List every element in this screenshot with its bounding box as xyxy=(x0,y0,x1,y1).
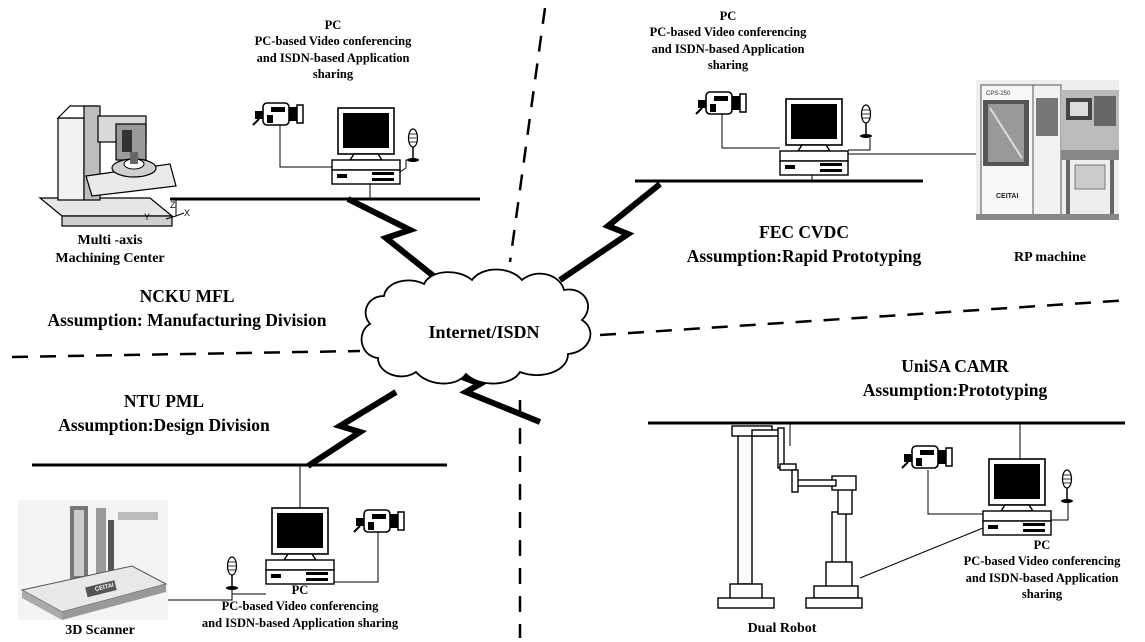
device-label-machining-center: Multi -axis Machining Center xyxy=(55,233,165,267)
axis-z-label: Z xyxy=(170,200,176,210)
rp-model-text: CPS-250 xyxy=(986,91,1011,97)
pc-caption-fec: PC PC-based Video conferencing and ISDN-… xyxy=(649,9,807,72)
microphone-icon xyxy=(1060,469,1074,504)
pc-icon xyxy=(982,458,1052,536)
microphone-icon xyxy=(406,128,420,163)
cloud-icon xyxy=(360,268,592,385)
video-camera-icon xyxy=(252,102,304,126)
dual-robot-icon xyxy=(717,425,863,609)
pc-icon xyxy=(331,107,401,185)
divider-top xyxy=(508,7,547,263)
dashed-dividers xyxy=(11,7,1131,638)
axis-y-label: Y xyxy=(144,212,151,222)
network-label: Internet/ISDN xyxy=(428,322,540,342)
site-label-ntu: NTU PML Assumption:Design Division xyxy=(58,391,270,435)
machining-center-icon xyxy=(38,105,185,227)
site-label-ncku: NCKU MFL Assumption: Manufacturing Divis… xyxy=(47,286,327,330)
microphone-icon xyxy=(859,104,873,139)
site-label-unisa: UniSA CAMR Assumption:Prototyping xyxy=(862,356,1048,400)
video-camera-icon xyxy=(695,91,747,115)
lightning-link-icon xyxy=(306,389,398,469)
pc-icon xyxy=(265,507,335,585)
lightning-link-icon xyxy=(558,181,662,283)
device-label-dual-robot: Dual Robot xyxy=(747,621,817,636)
axis-x-label: X xyxy=(184,208,191,218)
video-camera-icon xyxy=(353,509,405,533)
site-label-fec: FEC CVDC Assumption:Rapid Prototyping xyxy=(686,222,922,266)
3d-scanner-icon: CEITAI xyxy=(18,500,168,620)
pc-caption-ntu: PC PC-based Video conferencing and ISDN-… xyxy=(201,583,399,630)
device-label-3d-scanner: 3D Scanner xyxy=(65,623,135,638)
rp-brand-text: CEITAI xyxy=(996,193,1018,200)
device-label-rp-machine: RP machine xyxy=(1014,250,1086,265)
pc-caption-unisa: PC PC-based Video conferencing and ISDN-… xyxy=(963,538,1121,601)
divider-right xyxy=(599,298,1131,337)
scanner-brand-text: CEITAI xyxy=(94,583,114,594)
rp-machine-icon: CPS-250 CEITAI xyxy=(976,80,1119,220)
pc-icon xyxy=(779,98,849,176)
lan-buses xyxy=(32,179,1125,467)
lightning-link-icon xyxy=(346,196,448,289)
divider-left xyxy=(11,349,361,359)
pc-caption-ncku: PC PC-based Video conferencing and ISDN-… xyxy=(254,18,412,81)
video-camera-icon xyxy=(901,445,953,469)
